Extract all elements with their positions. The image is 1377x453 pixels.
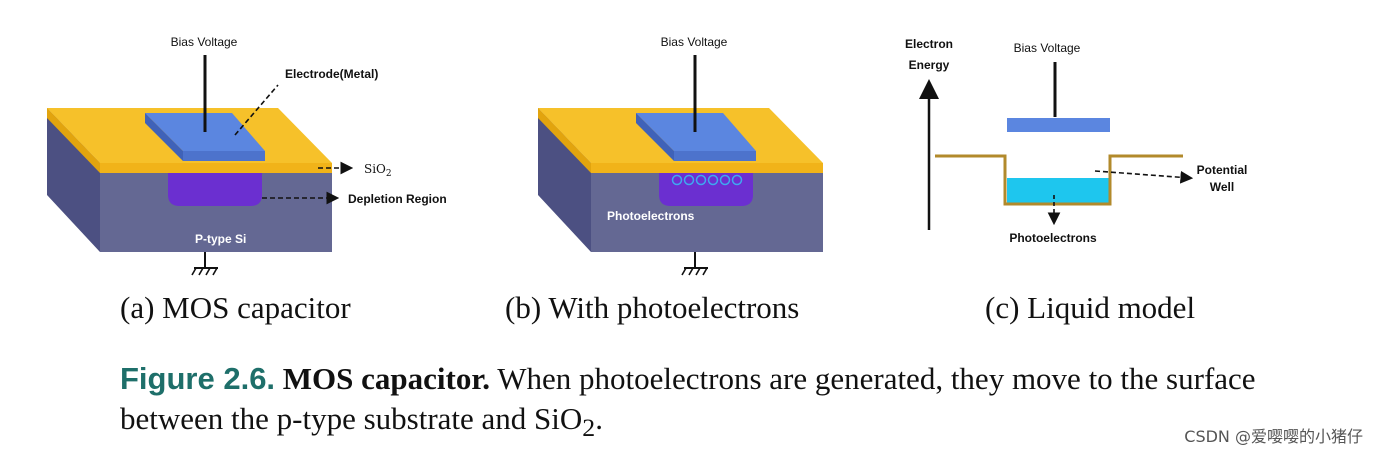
figure-text-end: . xyxy=(595,401,603,436)
figure-text: When photoelectrons are generated, they … xyxy=(120,361,1256,436)
panel-c-liquid xyxy=(1007,178,1109,203)
panel-b-diagram: Bias Voltage Photoelectrons xyxy=(538,35,823,276)
figure-caption: Figure 2.6. MOS capacitor. When photoele… xyxy=(120,359,1270,448)
panel-c-potential-well xyxy=(935,154,1183,206)
panel-a-electrode-leader xyxy=(234,84,279,136)
panel-a-ground-icon xyxy=(191,267,218,276)
panel-b-oxide-edge-front xyxy=(538,108,591,173)
panel-a-oxide-label: SiO2 xyxy=(364,162,392,179)
panel-a-substrate-label: P-type Si xyxy=(195,232,246,246)
panel-b-photoelectrons xyxy=(671,174,743,186)
panel-c-electrode xyxy=(1007,118,1110,132)
panel-b-electrode-front xyxy=(636,113,674,161)
panel-c-diagram: Electron Energy Bias Voltage Potential W… xyxy=(905,37,1247,245)
panel-a-diagram: Bias Voltage Electrode(Metal) SiO2 Deple… xyxy=(47,35,447,276)
panel-a-depletion-label: Depletion Region xyxy=(348,192,447,206)
panel-a-caption: (a) MOS capacitor xyxy=(120,290,351,325)
panel-b-caption: (b) With photoelectrons xyxy=(505,290,800,325)
panel-c-bias-label: Bias Voltage xyxy=(1014,41,1081,55)
panel-a-bias-label: Bias Voltage xyxy=(171,35,238,49)
panel-c-axis-label-2: Energy xyxy=(909,58,950,72)
watermark: CSDN @爱嘤嘤的小猪仔 xyxy=(1184,427,1363,446)
panel-b-ground-icon xyxy=(681,267,708,276)
panel-a-oxide-edge-front xyxy=(47,108,100,173)
panel-b-oxide-edge xyxy=(591,163,823,173)
panel-a-depletion-region xyxy=(168,173,262,206)
panel-b-electrode-side xyxy=(674,151,756,161)
panel-a-electrode-label: Electrode(Metal) xyxy=(285,67,378,81)
panel-a-substrate-front xyxy=(47,108,100,252)
panel-c-caption: (c) Liquid model xyxy=(985,290,1196,325)
panel-c-axis-label-1: Electron xyxy=(905,37,953,51)
panel-c-photo-label: Photoelectrons xyxy=(1009,231,1097,245)
panel-a-electrode-front xyxy=(145,113,183,161)
panel-b-substrate-front xyxy=(538,108,591,252)
panel-c-well-label-2: Well xyxy=(1210,180,1234,194)
panel-b-bias-label: Bias Voltage xyxy=(661,35,728,49)
figure-text-sub: 2 xyxy=(582,413,596,443)
panel-a-electrode-side xyxy=(183,151,265,161)
panel-b-photo-label: Photoelectrons xyxy=(607,209,695,223)
panel-c-well-label-1: Potential xyxy=(1197,163,1248,177)
figure-title: MOS capacitor. xyxy=(282,361,491,396)
figure-number: Figure 2.6. xyxy=(120,361,276,396)
panel-a-oxide-edge xyxy=(100,163,332,173)
